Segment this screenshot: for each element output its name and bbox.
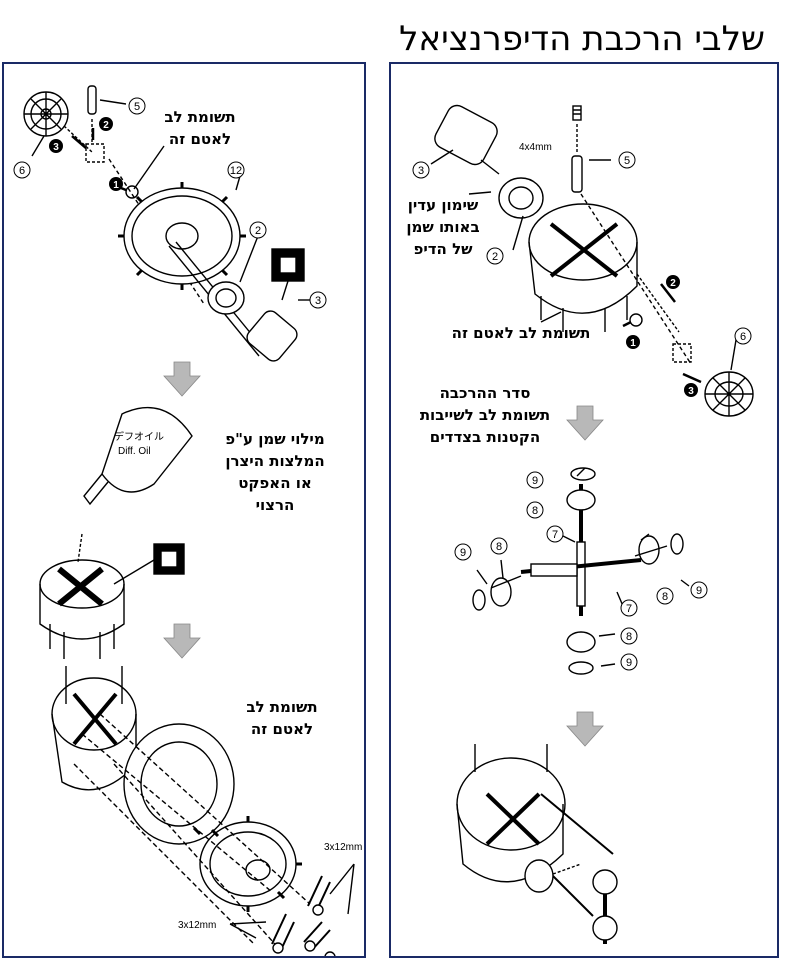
grease-note: שימון עדין באותו שמן של הדיפ (406, 196, 480, 258)
page-title: שלבי הרכבת הדיפרנציאל (399, 19, 765, 59)
down-arrows-left (163, 361, 201, 659)
part-number-2-right: 2 (492, 251, 498, 263)
part-number-9-left: 9 (460, 547, 466, 559)
step-marker-3: 3 (53, 142, 59, 153)
down-arrow-1 (163, 361, 201, 397)
oil-fill-note: מילוי שמן ע"פ המלצות היצרן או האפקט הרצו… (225, 430, 325, 514)
oil-bottle-label-jp: デフオイル (114, 430, 164, 443)
part-number-8-bottom: 8 (626, 631, 632, 643)
diff-case-right (528, 203, 638, 332)
diff-assembly-bottom (456, 744, 618, 944)
down-arrow-4 (566, 711, 604, 747)
part-number-3-right: 3 (418, 165, 424, 177)
step-marker-1-right: 1 (630, 338, 636, 349)
part-number-2: 2 (255, 225, 261, 237)
step-marker-2: 2 (103, 120, 109, 131)
spider-gear-cross (472, 467, 684, 675)
diff-exploded-bottom (51, 666, 355, 956)
part-number-5: 5 (134, 101, 140, 113)
diff-case-oil (39, 406, 193, 659)
part-number-7-top: 7 (552, 529, 558, 541)
left-assembly-diagram: 5 6 12 2 3 1 2 3 デフオイル Diff. Oil 3x12mm … (13, 85, 362, 956)
ring-gear (118, 182, 246, 290)
screw-size-label-bottom: 3x12mm (178, 920, 216, 931)
part-number-12: 12 (230, 165, 242, 177)
right-assembly-panel: 4x4mm 3 5 2 6 9 8 7 9 8 8 9 7 (389, 62, 779, 958)
part-number-5-right: 5 (624, 155, 630, 167)
oil-bottle-label-en: Diff. Oil (118, 446, 151, 457)
step-marker-3-right: 3 (688, 386, 694, 397)
step-marker-2-right: 2 (670, 278, 676, 289)
right-assembly-diagram: 4x4mm 3 5 2 6 9 8 7 9 8 8 9 7 (412, 104, 754, 944)
down-arrow-3 (566, 405, 604, 441)
part-number-6-right: 6 (740, 331, 746, 343)
part-number-8-right: 8 (662, 591, 668, 603)
pin-part (87, 85, 97, 115)
part-number-6: 6 (19, 165, 25, 177)
part-number-9-bottom: 9 (626, 657, 632, 669)
part-number-9-right: 9 (696, 585, 702, 597)
left-assembly-panel: 5 6 12 2 3 1 2 3 デフオイル Diff. Oil 3x12mm … (2, 62, 366, 958)
part-number-8-top: 8 (532, 505, 538, 517)
seal-attention-note-bottom: תשומת לב לאטם זה (246, 698, 318, 738)
part-number-9-top: 9 (532, 475, 538, 487)
seal-attention-note: תשומת לב לאטם זה (451, 324, 591, 342)
down-arrow-2 (163, 623, 201, 659)
screw-size-label: 4x4mm (519, 142, 552, 153)
part-number-3: 3 (315, 295, 321, 307)
down-arrows-right (566, 405, 604, 747)
step-marker-1: 1 (113, 180, 119, 191)
assembly-order-note: סדר ההרכבה תשומת לב לשייבות הקטנות בצדדי… (419, 384, 551, 446)
screw-size-label-top: 3x12mm (324, 842, 362, 853)
part-number-7-bottom: 7 (626, 603, 632, 615)
seal-attention-note-top: תשומת לב לאטם זה (164, 108, 236, 148)
bevel-gear-right (704, 371, 754, 417)
bevel-gear-small (23, 91, 69, 137)
part-number-8-left: 8 (496, 541, 502, 553)
